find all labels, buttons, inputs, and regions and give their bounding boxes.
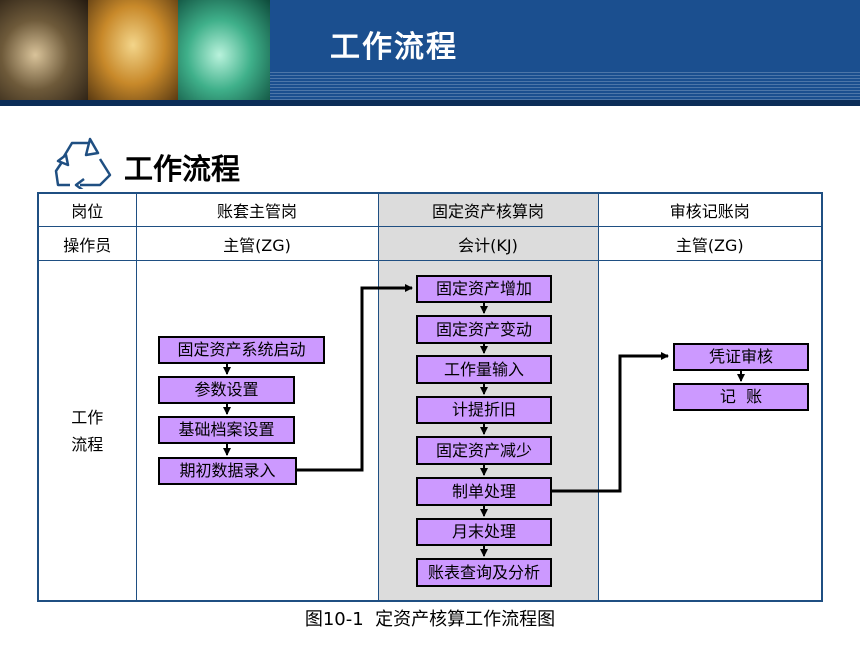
step-voucher-review: 凭证审核 [673,343,809,371]
operator-row: 操作员 主管(ZG) 会计(KJ) 主管(ZG) [37,226,823,261]
step-month-end: 月末处理 [416,518,552,546]
banner-title: 工作流程 [330,30,458,65]
step-parameter-settings: 参数设置 [158,376,295,404]
step-bookkeeping: 记 账 [673,383,809,411]
banner-underline [0,100,860,106]
operator-col-1: 主管(ZG) [135,226,379,261]
flow-label-line-1: 工作 [71,407,104,427]
connector-col1-to-col2 [297,284,413,472]
operator-label: 操作员 [37,226,137,261]
step-voucher-making: 制单处理 [416,477,552,506]
position-col-2: 固定资产核算岗 [377,192,599,227]
step-asset-increase: 固定资产增加 [416,275,552,303]
recycle-icon [54,137,112,189]
step-asset-decrease: 固定资产减少 [416,436,552,465]
banner-photo-mouse [178,0,270,100]
figure-caption: 图10-1 定资产核算工作流程图 [304,609,556,630]
position-label: 岗位 [37,192,137,227]
banner-photo-blocks [88,0,178,100]
step-asset-change: 固定资产变动 [416,315,552,344]
step-opening-data: 期初数据录入 [158,457,297,485]
operator-col-3: 主管(ZG) [597,226,823,261]
step-system-start: 固定资产系统启动 [158,336,325,364]
position-row: 岗位 账套主管岗 固定资产核算岗 审核记账岗 [37,192,823,227]
header-banner: 工作流程 [0,0,860,106]
section-heading: 工作流程 [124,152,241,186]
flow-label-line-2: 流程 [71,434,104,454]
position-col-1: 账套主管岗 [135,192,379,227]
step-workload-input: 工作量输入 [416,355,552,384]
step-depreciation: 计提折旧 [416,396,552,424]
step-basic-archive: 基础档案设置 [158,416,295,444]
position-col-3: 审核记账岗 [597,192,823,227]
operator-col-2: 会计(KJ) [377,226,599,261]
connector-col2-to-col3 [552,352,669,493]
step-report-query: 账表查询及分析 [416,558,552,587]
banner-photo-hand [0,0,88,100]
flow-col-3 [597,260,823,602]
flow-label: 工作 流程 [37,260,137,602]
